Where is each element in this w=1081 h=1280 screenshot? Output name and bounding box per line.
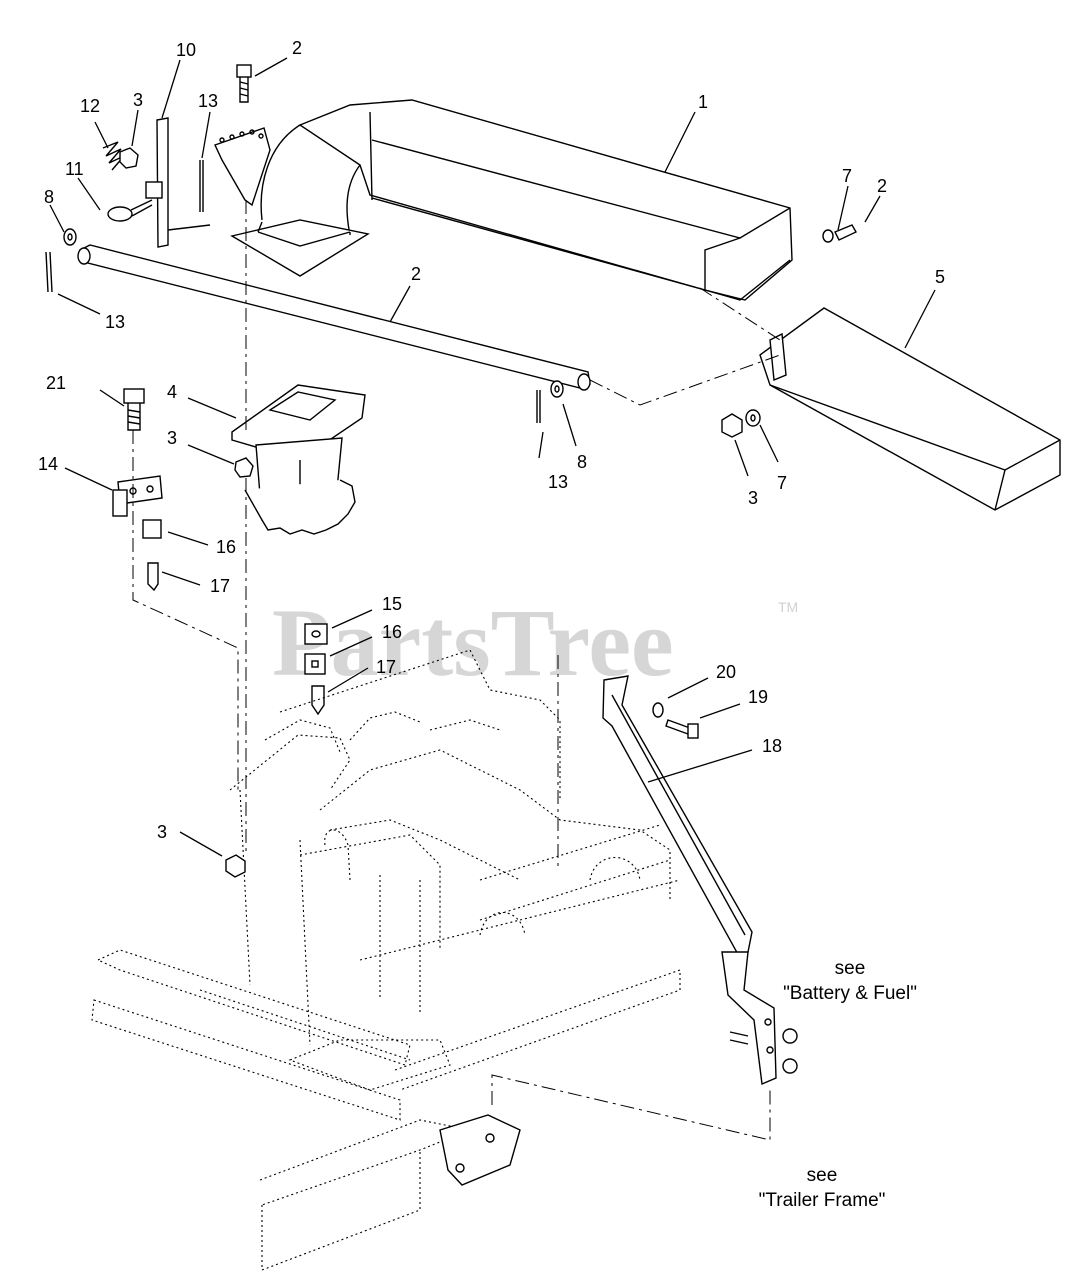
- callout-2: 2: [411, 264, 421, 284]
- callout-20: 20: [716, 662, 736, 682]
- part-spacer-16-left[interactable]: [142, 519, 162, 539]
- hardware-washer-7[interactable]: [745, 409, 761, 427]
- watermark: PartsTree: [272, 589, 674, 696]
- part-support-arm[interactable]: [602, 675, 798, 1086]
- callout-labels: 1 2 2 2 3 3 3 3 4 5 7 7 8 8 10 11 12 13 …: [38, 38, 945, 842]
- callout-16: 16: [216, 537, 236, 557]
- hardware-washer-8a[interactable]: [63, 228, 77, 246]
- callout-1: 1: [698, 92, 708, 112]
- part-deflector[interactable]: [699, 287, 1061, 511]
- part-control-rod[interactable]: [77, 244, 591, 391]
- hardware-pin-13c[interactable]: [536, 390, 541, 423]
- hardware-bolt-top[interactable]: [236, 64, 252, 103]
- callout-8: 8: [577, 452, 587, 472]
- callout-5: 5: [935, 267, 945, 287]
- callout-3: 3: [157, 822, 167, 842]
- callout-13: 13: [105, 312, 125, 332]
- reference-battery-fuel-label[interactable]: "Battery & Fuel": [783, 983, 917, 1004]
- hardware-bolt-19[interactable]: [665, 719, 699, 739]
- callout-21: 21: [46, 373, 66, 393]
- hardware-pin-13b[interactable]: [45, 251, 53, 293]
- callout-3: 3: [748, 488, 758, 508]
- callout-8: 8: [44, 187, 54, 207]
- callout-11: 11: [65, 159, 84, 179]
- hardware-screw-17-center[interactable]: [311, 685, 325, 716]
- callout-17: 17: [210, 576, 230, 596]
- hardware-screw-17-left[interactable]: [147, 562, 159, 592]
- callout-2: 2: [292, 38, 302, 58]
- reference-battery-fuel[interactable]: see "Battery & Fuel": [783, 958, 917, 1004]
- part-mount-bracket-14[interactable]: [112, 475, 163, 517]
- part-frame-bracket[interactable]: [439, 1114, 521, 1186]
- callout-3: 3: [167, 428, 177, 448]
- callout-7: 7: [777, 473, 787, 493]
- callout-14: 14: [38, 454, 58, 474]
- hardware-pin-13a[interactable]: [199, 160, 204, 212]
- leader-lines: [49, 57, 936, 857]
- callout-2: 2: [877, 176, 887, 196]
- callout-7: 7: [842, 166, 852, 186]
- hardware-eyebolt[interactable]: [107, 181, 163, 222]
- callout-15: 15: [382, 594, 402, 614]
- hardware-nut-3-mid[interactable]: [234, 457, 254, 478]
- callout-17: 17: [376, 657, 396, 677]
- part-spacer-16-center[interactable]: [304, 653, 326, 675]
- hardware-bolt-21[interactable]: [123, 388, 145, 431]
- hardware-washer-20[interactable]: [652, 702, 664, 718]
- hardware-nut-12[interactable]: [119, 147, 139, 169]
- callout-10: 10: [176, 40, 196, 60]
- reference-see: see: [835, 958, 866, 979]
- hardware-nut-3-right[interactable]: [721, 413, 743, 438]
- part-plate-15[interactable]: [304, 623, 328, 645]
- callout-13: 13: [198, 91, 218, 111]
- hardware-nut-3-lower[interactable]: [225, 854, 246, 878]
- reference-trailer-frame-label[interactable]: "Trailer Frame": [759, 1190, 886, 1211]
- part-adjustment-plate[interactable]: [156, 117, 271, 248]
- reference-see: see: [807, 1165, 838, 1186]
- callout-19: 19: [748, 687, 768, 707]
- hardware-washer-8b[interactable]: [550, 380, 564, 398]
- callout-16: 16: [382, 622, 402, 642]
- blower-housing: [229, 649, 681, 1046]
- callout-18: 18: [762, 736, 782, 756]
- callout-4: 4: [167, 382, 177, 402]
- callout-3: 3: [133, 90, 143, 110]
- hardware-bolt-2-right[interactable]: [822, 224, 857, 243]
- watermark-trademark: TM: [778, 599, 798, 615]
- part-chute-base[interactable]: [231, 384, 366, 535]
- callout-13: 13: [548, 472, 568, 492]
- reference-trailer-frame[interactable]: see "Trailer Frame": [759, 1165, 886, 1211]
- callout-12: 12: [80, 96, 100, 116]
- part-discharge-chute[interactable]: [230, 99, 793, 301]
- frame-rails: [91, 949, 681, 1271]
- center-lines: [132, 200, 781, 1141]
